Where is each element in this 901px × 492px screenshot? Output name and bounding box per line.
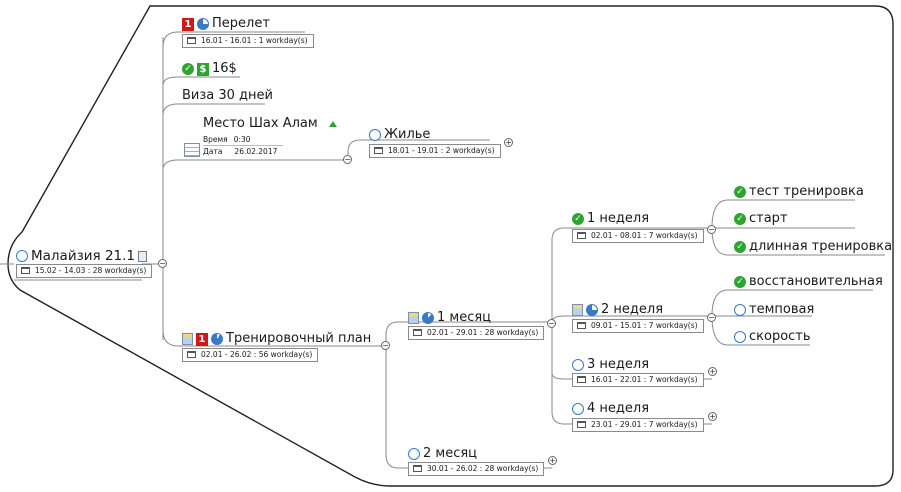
- week4-node[interactable]: 4 неделя: [572, 401, 649, 417]
- calendar-icon: [374, 147, 383, 154]
- task-icon: [182, 333, 193, 345]
- week1-title: 1 неделя: [587, 211, 650, 226]
- boundary-outline: [7, 5, 894, 487]
- date-label: Дата: [203, 147, 223, 156]
- time-value: 0:30: [233, 135, 251, 144]
- calendar-icon: [577, 376, 586, 383]
- place-properties: Время 0:30 Дата 26.02.2017: [203, 134, 283, 157]
- calendar-icon: [577, 421, 586, 428]
- collapse-toggle[interactable]: −: [547, 319, 556, 328]
- plan-title: Тренировочный план: [226, 331, 372, 346]
- pie-icon: [211, 333, 223, 345]
- calendar-icon: [413, 329, 422, 336]
- root-node[interactable]: Малайзия 21.1: [16, 248, 148, 264]
- ring-icon: [408, 448, 420, 460]
- week3-dates: 16.01 - 22.01 : 7 workday(s): [572, 373, 704, 387]
- week2-title: 2 неделя: [601, 302, 664, 317]
- place-title: Место Шах Алам: [203, 116, 318, 131]
- dollar-icon: $: [197, 62, 209, 76]
- pie-icon: [197, 18, 209, 30]
- month2-dates: 30.01 - 26.02 : 28 workday(s): [408, 462, 545, 476]
- list-item[interactable]: ✓восстановительная: [734, 274, 883, 290]
- check-icon: ✓: [734, 241, 746, 253]
- plan-node[interactable]: 1 Тренировочный план: [182, 331, 371, 347]
- place-node[interactable]: Место Шах Алам: [203, 116, 337, 132]
- collapse-toggle[interactable]: −: [707, 313, 716, 322]
- calendar-icon: [187, 351, 196, 358]
- money-title: 16$: [212, 61, 237, 76]
- ring-icon: [572, 359, 584, 371]
- week2-dates: 09.01 - 15.01 : 7 workday(s): [572, 319, 704, 333]
- flight-title: Перелет: [212, 16, 270, 31]
- ring-icon: [369, 129, 381, 141]
- check-icon: ✓: [182, 63, 194, 75]
- check-icon: ✓: [734, 213, 746, 225]
- task-icon: [572, 304, 583, 316]
- collapse-toggle[interactable]: −: [158, 259, 167, 268]
- flight-node[interactable]: 1 Перелет: [182, 16, 270, 32]
- collapse-toggle[interactable]: −: [343, 155, 352, 164]
- expand-toggle[interactable]: +: [708, 412, 717, 421]
- table-icon: [184, 143, 200, 157]
- list-item[interactable]: ✓тест тренировка: [734, 184, 864, 200]
- week1-dates: 02.01 - 08.01 : 7 workday(s): [572, 229, 704, 243]
- housing-title: Жилье: [384, 127, 431, 142]
- check-icon: ✓: [572, 213, 584, 225]
- date-value: 26.02.2017: [234, 147, 278, 156]
- list-item[interactable]: ✓длинная тренировка: [734, 239, 892, 255]
- calendar-icon: [21, 267, 30, 274]
- month1-node[interactable]: 1 месяц: [408, 310, 491, 326]
- expand-arrow-icon: [328, 121, 337, 127]
- calendar-icon: [187, 37, 196, 44]
- month2-node[interactable]: 2 месяц: [408, 446, 477, 462]
- check-icon: ✓: [734, 186, 746, 198]
- list-item[interactable]: скорость: [734, 329, 811, 345]
- week2-node[interactable]: 2 неделя: [572, 302, 663, 318]
- time-label: Время: [203, 135, 228, 144]
- collapse-toggle[interactable]: −: [381, 341, 390, 350]
- week3-title: 3 неделя: [587, 357, 650, 372]
- calendar-icon: [413, 465, 422, 472]
- ring-icon: [734, 331, 746, 343]
- expand-toggle[interactable]: +: [708, 367, 717, 376]
- housing-dates: 18.01 - 19.01 : 2 workday(s): [369, 144, 501, 158]
- root-dates: 15.02 - 14.03 : 28 workday(s): [16, 264, 153, 278]
- note-icon: [138, 250, 148, 262]
- task-icon: [408, 312, 419, 324]
- collapse-toggle[interactable]: −: [707, 225, 716, 234]
- money-node[interactable]: ✓ $ 16$: [182, 61, 237, 77]
- month2-title: 2 месяц: [423, 446, 478, 461]
- root-title: Малайзия 21.1: [31, 248, 136, 264]
- ring-icon: [16, 250, 28, 262]
- priority-1-icon: 1: [182, 17, 194, 31]
- plan-dates: 02.01 - 26.02 : 56 workday(s): [182, 348, 319, 362]
- week1-node[interactable]: ✓ 1 неделя: [572, 211, 649, 227]
- week4-title: 4 неделя: [587, 401, 650, 416]
- visa-node[interactable]: Виза 30 дней: [182, 88, 273, 104]
- housing-node[interactable]: Жилье: [369, 127, 430, 143]
- week4-dates: 23.01 - 29.01 : 7 workday(s): [572, 418, 704, 432]
- expand-toggle[interactable]: +: [504, 138, 513, 147]
- calendar-icon: [577, 322, 586, 329]
- calendar-icon: [577, 232, 586, 239]
- pie-icon: [422, 312, 434, 324]
- priority-1-icon: 1: [196, 332, 208, 346]
- pie-icon: [586, 304, 598, 316]
- ring-icon: [734, 304, 746, 316]
- check-icon: ✓: [734, 276, 746, 288]
- flight-dates: 16.01 - 16.01 : 1 workday(s): [182, 34, 314, 48]
- visa-title: Виза 30 дней: [182, 88, 273, 103]
- month1-dates: 02.01 - 29.01 : 28 workday(s): [408, 326, 545, 340]
- ring-icon: [572, 403, 584, 415]
- week3-node[interactable]: 3 неделя: [572, 357, 649, 373]
- expand-toggle[interactable]: +: [548, 456, 557, 465]
- list-item[interactable]: темповая: [734, 302, 814, 318]
- list-item[interactable]: ✓старт: [734, 211, 788, 227]
- month1-title: 1 месяц: [437, 310, 492, 325]
